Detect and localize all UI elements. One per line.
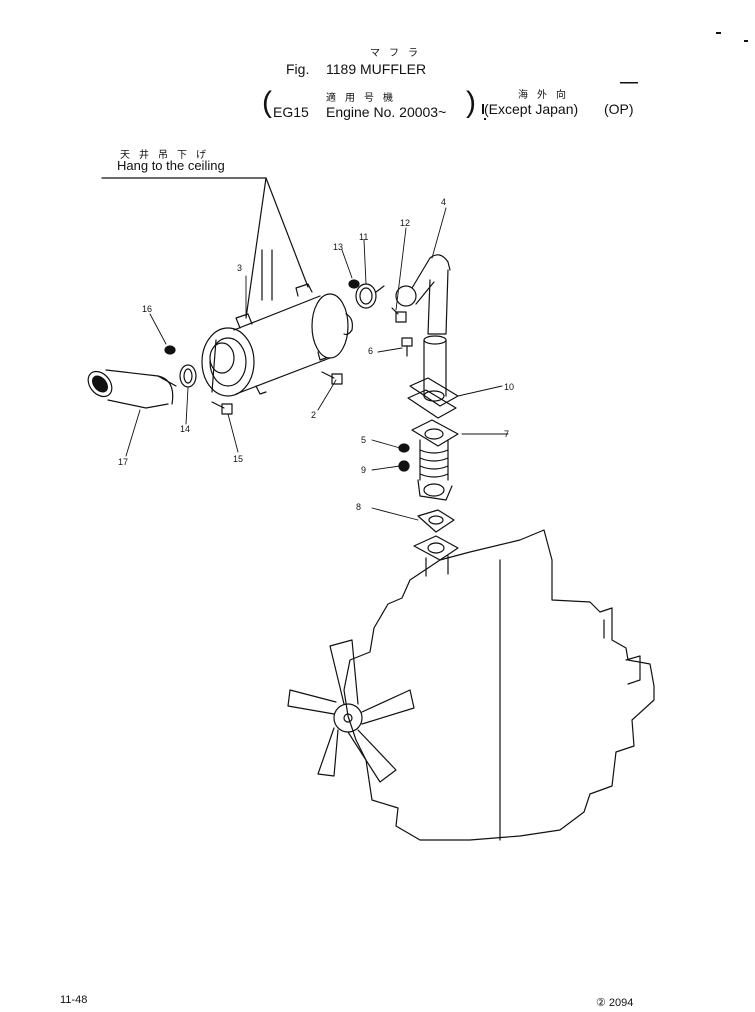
callout-numbers: 2 3 4 5 6 7 8 9 10 11 12 13 14 15 16 17 <box>118 197 514 512</box>
engine-exhaust-flange <box>413 535 459 577</box>
muffler-body <box>201 249 353 397</box>
callout-8: 8 <box>356 502 361 512</box>
callout-3: 3 <box>237 263 242 273</box>
document-code: ② 2094 <box>596 997 634 1009</box>
jp-hang-label: 天井吊下げ <box>120 150 215 161</box>
hang-leader-lines <box>101 177 309 319</box>
callout-13: 13 <box>333 242 343 252</box>
bolt-12 <box>391 307 407 323</box>
nut-5 <box>398 443 410 453</box>
jp-overseas: 海外向 <box>518 90 575 101</box>
callout-15: 15 <box>233 454 243 464</box>
tail-pipe <box>87 369 177 409</box>
callout-7: 7 <box>504 429 509 439</box>
bolt-6 <box>401 337 413 357</box>
callout-2: 2 <box>311 410 316 420</box>
callout-9: 9 <box>361 465 366 475</box>
cooling-fan <box>287 639 415 783</box>
callout-16: 16 <box>142 304 152 314</box>
fig-label: Fig. <box>286 61 310 77</box>
callout-leaders <box>125 207 509 521</box>
hang-to-ceiling-label: Hang to the ceiling <box>117 158 225 173</box>
paren-close: ) <box>466 86 476 119</box>
bolt-2 <box>321 371 343 385</box>
nut-16 <box>164 345 176 355</box>
except-japan: (Except Japan) <box>484 101 579 117</box>
callout-6: 6 <box>368 346 373 356</box>
gasket-8 <box>417 509 455 533</box>
nut-13 <box>348 279 360 289</box>
option-label: (OP) <box>604 101 634 117</box>
jp-title: マフラ <box>370 48 427 59</box>
engine-block <box>343 529 655 841</box>
callout-12: 12 <box>400 218 410 228</box>
model-label: EG15 <box>273 104 309 120</box>
clamp-14 <box>179 364 197 388</box>
callout-5: 5 <box>361 435 366 445</box>
callout-14: 14 <box>180 424 190 434</box>
callout-11: 11 <box>359 232 368 242</box>
fig-title: 1189 MUFFLER <box>326 61 427 77</box>
bolt-15 <box>211 401 233 415</box>
flange-bellows <box>411 419 459 501</box>
paren-open: ( <box>262 86 272 119</box>
clamp-11 <box>355 283 385 309</box>
jp-applicable: 適用号機 <box>326 93 402 104</box>
callout-17: 17 <box>118 457 128 467</box>
scan-marks <box>482 32 748 120</box>
callout-10: 10 <box>504 382 514 392</box>
exhaust-pipe <box>395 254 451 397</box>
engine-number: Engine No. 20003~ <box>326 104 447 120</box>
gasket-10 <box>407 377 459 419</box>
page-number: 11-48 <box>60 994 88 1006</box>
callout-4: 4 <box>441 197 446 207</box>
washer-9 <box>398 460 410 472</box>
